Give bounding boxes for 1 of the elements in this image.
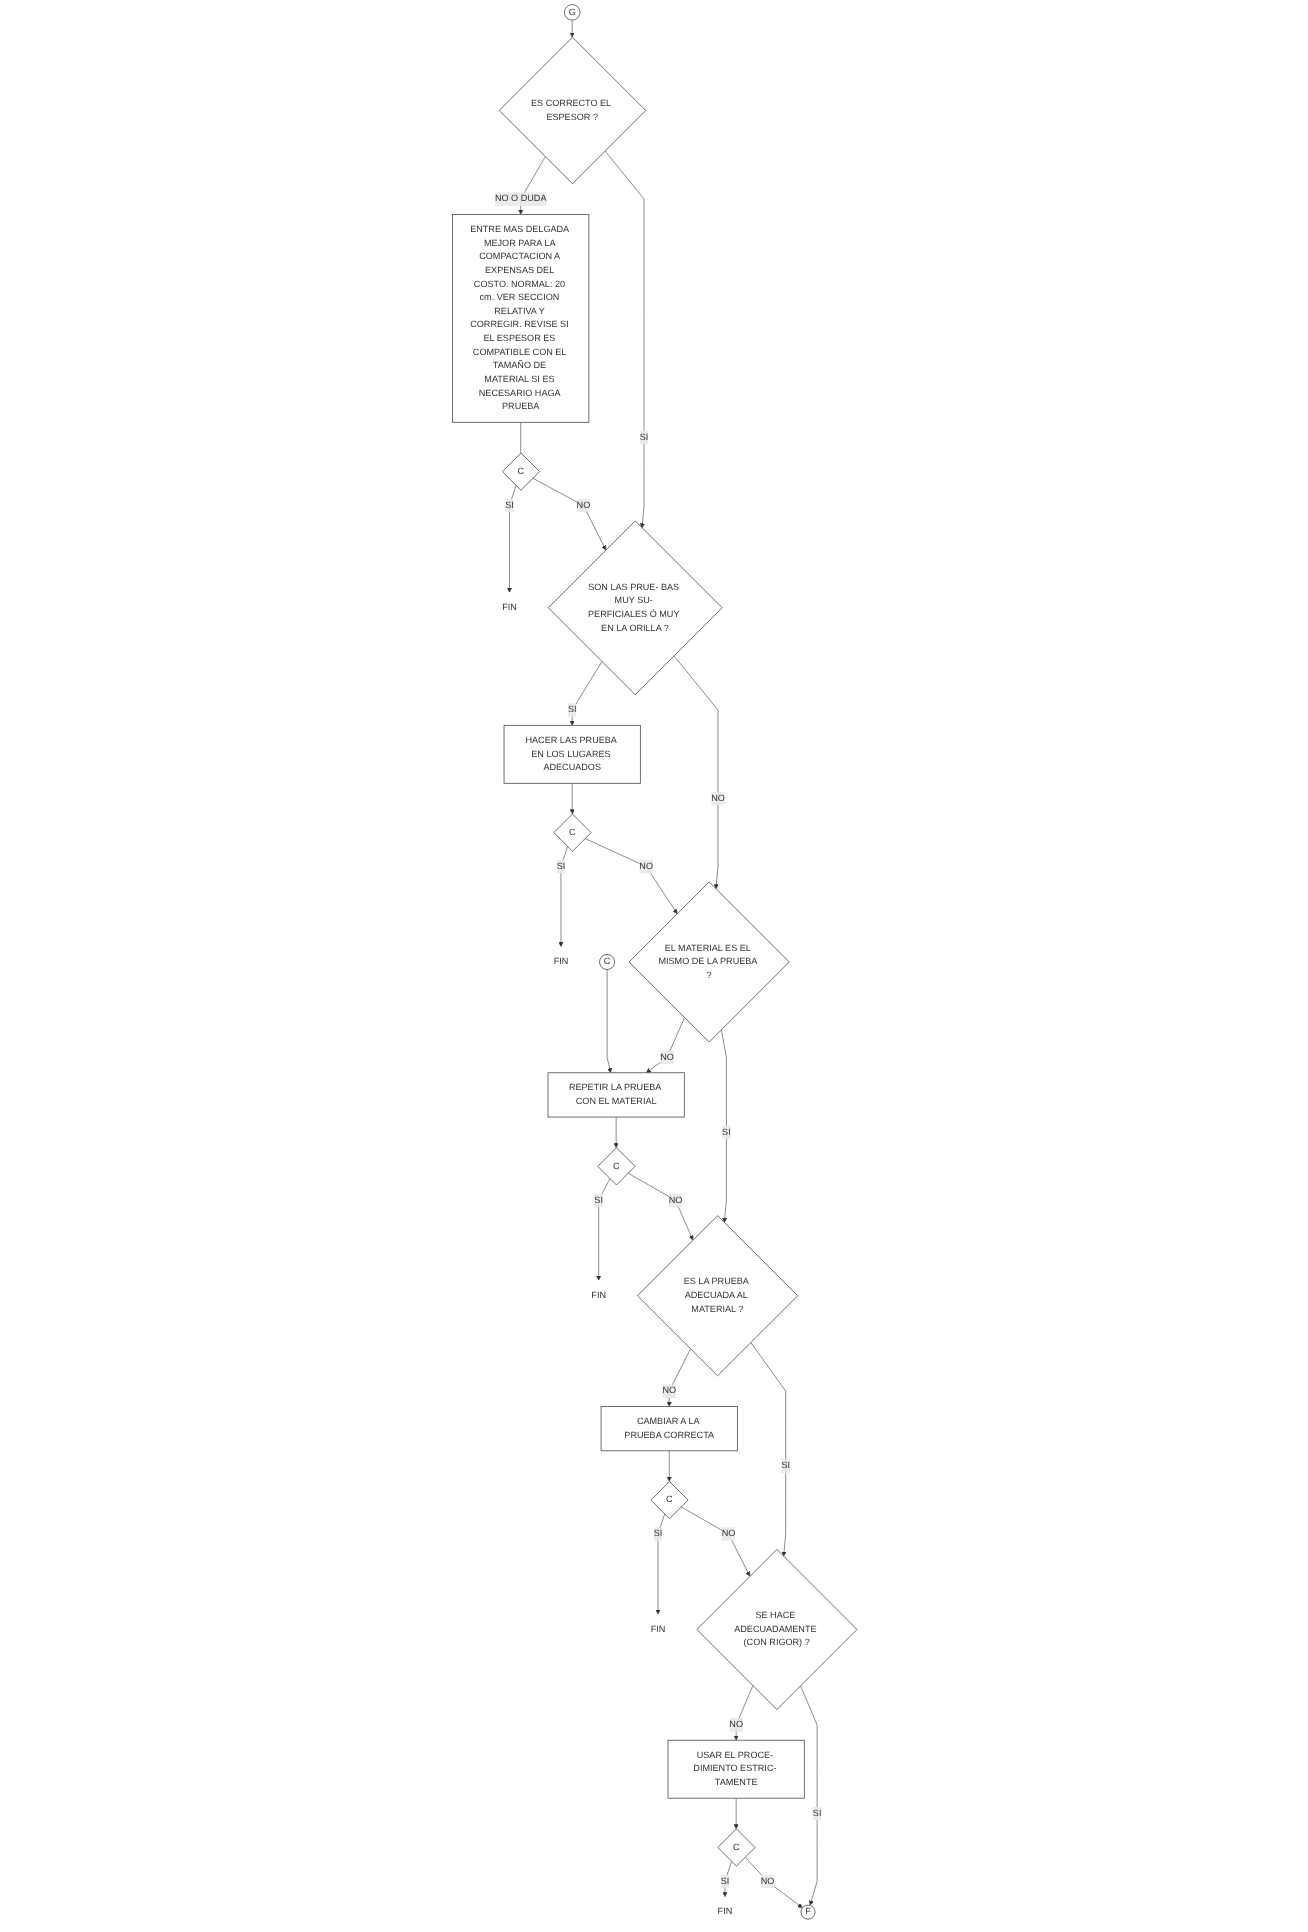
connector bbox=[519, 422, 521, 454]
